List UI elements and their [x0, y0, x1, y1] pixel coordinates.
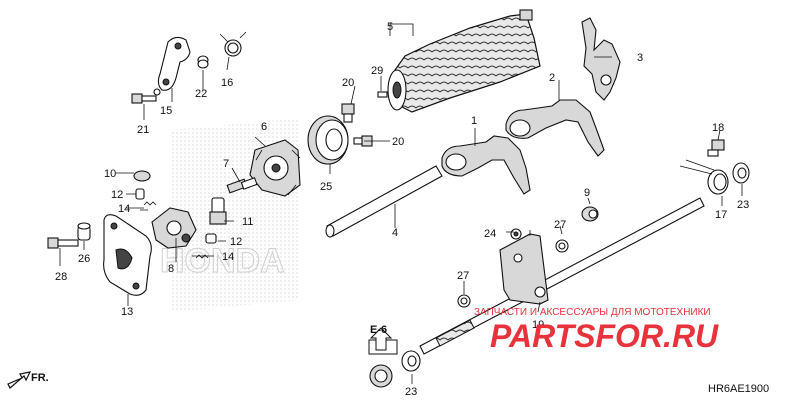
part-27-circlip-b[interactable] — [457, 294, 471, 308]
leader-lines — [59, 23, 743, 384]
part-9-collar[interactable] — [581, 206, 599, 222]
callout-4: 4 — [392, 227, 398, 239]
callout-7: 7 — [223, 158, 229, 170]
watermark-brand-right: FOR.RU — [596, 318, 720, 354]
direction-label: FR. — [31, 372, 49, 384]
part-24-clip[interactable] — [510, 228, 522, 240]
part-16-spring[interactable] — [219, 31, 247, 57]
e6-oil-seal[interactable] — [369, 364, 393, 388]
callout-5: 5 — [387, 21, 393, 33]
callout-13: 13 — [121, 306, 133, 318]
callout-28: 28 — [55, 271, 67, 283]
callout-29: 29 — [371, 65, 383, 77]
callout-17: 17 — [715, 209, 727, 221]
callout-22: 22 — [195, 88, 207, 100]
part-28-bolt[interactable] — [47, 237, 79, 249]
part-12-roller[interactable] — [135, 188, 145, 200]
part-18-bolt[interactable] — [707, 139, 725, 157]
part-17-return-spring[interactable] — [679, 159, 729, 195]
part-21-bolt[interactable] — [131, 88, 161, 104]
part-25-bearing[interactable] — [307, 115, 349, 165]
watermark-tagline: ЗАПЧАСТИ И АКСЕССУАРЫ ДЛЯ МОТОТЕХНИКИ — [474, 307, 711, 318]
callout-8: 8 — [168, 263, 174, 275]
part-29-pin[interactable] — [377, 91, 388, 98]
callout-26: 26 — [78, 253, 90, 265]
part-6-drum-cam[interactable] — [249, 139, 301, 197]
callout-24: 24 — [484, 228, 496, 240]
callout-3: 3 — [637, 52, 643, 64]
part-20-bolt-a[interactable] — [341, 103, 355, 123]
watermark-brand-left: PARTS — [490, 318, 596, 354]
part-3-shift-fork[interactable] — [581, 17, 621, 101]
callout-2: 2 — [549, 72, 555, 84]
callout-11: 11 — [242, 216, 253, 228]
callout-27-a: 27 — [554, 219, 566, 231]
callout-12-a: 12 — [111, 189, 123, 201]
part-15-stopper-plate[interactable] — [157, 36, 191, 91]
part-19-gearshift-spindle[interactable] — [419, 197, 705, 355]
callout-20-a: 20 — [342, 77, 354, 89]
diagram-code: HR6AE1900 — [708, 383, 769, 395]
callout-6: 6 — [261, 121, 267, 133]
callout-14-a: 14 — [118, 203, 130, 215]
callout-25: 25 — [320, 181, 332, 193]
part-26-collar[interactable] — [77, 222, 91, 241]
watermark-brand: PARTSFOR.RU — [490, 318, 719, 354]
callout-12-b: 12 — [230, 236, 242, 248]
honda-logo-text: HONDA — [160, 242, 285, 280]
section-ref-label: E-6 — [370, 324, 387, 336]
part-8-gearshift-arm[interactable] — [151, 207, 197, 249]
part-7-bolt[interactable] — [226, 177, 258, 194]
callout-16: 16 — [221, 77, 233, 89]
part-5-shift-drum[interactable] — [387, 9, 541, 113]
callout-1: 1 — [471, 115, 477, 127]
front-direction-arrow-icon — [7, 371, 32, 389]
callout-19: 19 — [532, 319, 544, 331]
part-10-pin[interactable] — [133, 170, 151, 182]
callout-20-b: 20 — [392, 136, 404, 148]
part-2-shift-fork[interactable] — [505, 99, 605, 157]
part-14-spring[interactable] — [143, 201, 157, 206]
callout-23-a: 23 — [737, 199, 749, 211]
part-23-washer-a[interactable] — [732, 162, 750, 184]
part-22-collar[interactable] — [197, 55, 209, 69]
e6-reference-box[interactable] — [368, 327, 398, 355]
callout-23-b: 23 — [405, 386, 417, 398]
callout-27-b: 27 — [457, 270, 469, 282]
part-1-shift-fork[interactable] — [441, 135, 531, 195]
callout-15: 15 — [160, 105, 172, 117]
part-4-fork-shaft[interactable] — [325, 165, 443, 238]
part-23-washer-b[interactable] — [401, 350, 421, 372]
callout-21: 21 — [137, 124, 149, 136]
part-27-circlip-a[interactable] — [555, 239, 569, 253]
callout-10: 10 — [104, 168, 116, 180]
part-12-roller-b[interactable] — [205, 233, 217, 244]
part-11-pin[interactable] — [209, 197, 227, 225]
callout-labels: 5 29 20 20 25 3 2 1 4 15 21 22 16 6 7 10… — [55, 21, 749, 398]
callout-14-b: 14 — [222, 251, 234, 263]
callout-18: 18 — [712, 122, 724, 134]
callout-9: 9 — [584, 187, 590, 199]
